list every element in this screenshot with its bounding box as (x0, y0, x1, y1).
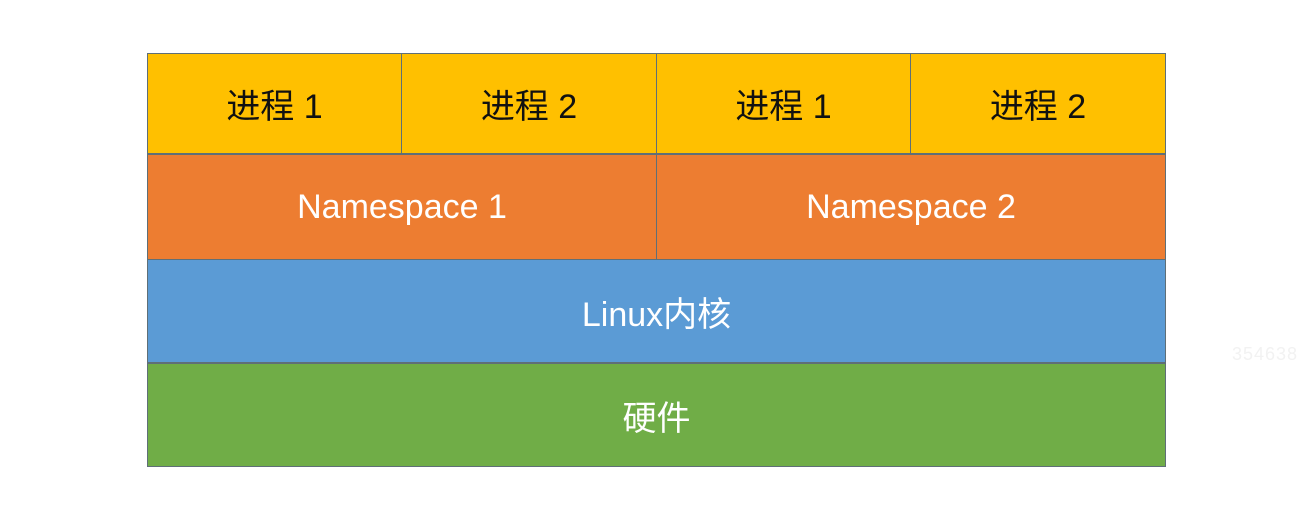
process-box: 进程 1 (147, 53, 402, 154)
namespace-box: Namespace 1 (147, 154, 657, 260)
kernel-layer: Linux内核 (147, 259, 1166, 363)
hardware-layer: 硬件 (147, 363, 1166, 467)
linux-namespace-diagram: 进程 1 进程 2 进程 1 进程 2 Namespace 1 Namespac… (147, 53, 1166, 467)
process-box: 进程 2 (910, 53, 1166, 154)
process-box: 进程 2 (401, 53, 657, 154)
namespace-box: Namespace 2 (656, 154, 1166, 260)
watermark-text: 354638 (1232, 344, 1299, 364)
process-box: 进程 1 (656, 53, 911, 154)
